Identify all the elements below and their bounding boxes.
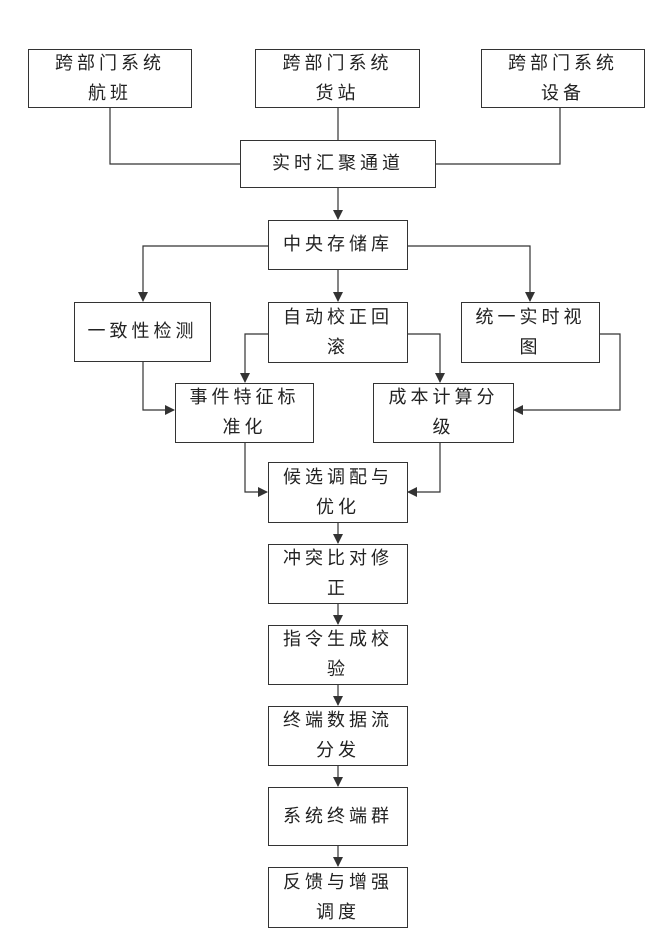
node-consistency-check: 一致性检测 [74, 302, 211, 362]
node-conflict-compare-line2: 正 [327, 574, 349, 604]
node-source-flight-line2: 航班 [88, 79, 132, 109]
connector-event-to-candidate [245, 443, 267, 492]
node-source-flight-line1: 跨部门系统 [55, 49, 165, 79]
connector-storage-to-consistency [143, 246, 268, 301]
connector-flight-to-channel [110, 108, 240, 164]
node-system-terminals: 系统终端群 [268, 787, 408, 846]
node-source-cargo-line2: 货站 [316, 79, 360, 109]
node-source-cargo: 跨部门系统 货站 [255, 49, 420, 108]
node-cost-calc-grading: 成本计算分 级 [373, 383, 514, 443]
node-source-cargo-line1: 跨部门系统 [283, 49, 393, 79]
node-cost-calc-grading-line2: 级 [433, 413, 455, 443]
node-candidate-allocation-line2: 优化 [316, 493, 360, 523]
node-conflict-compare: 冲突比对修 正 [268, 544, 408, 604]
node-unified-realtime-view-line2: 图 [520, 333, 542, 363]
node-feedback-dispatch-line2: 调度 [316, 898, 360, 928]
connector-cost-to-candidate [408, 443, 440, 492]
node-instruction-verify-line2: 验 [327, 655, 349, 685]
node-terminal-dataflow: 终端数据流 分发 [268, 706, 408, 766]
node-source-device-line1: 跨部门系统 [508, 49, 618, 79]
node-event-feature-normalize-line1: 事件特征标 [190, 383, 300, 413]
node-unified-realtime-view: 统一实时视 图 [461, 302, 600, 363]
connector-autocorrect-to-event [245, 334, 268, 382]
node-auto-correct-rollback-line2: 滚 [327, 333, 349, 363]
node-central-storage-line1: 中央存储库 [283, 230, 393, 260]
node-feedback-dispatch-line1: 反馈与增强 [283, 868, 393, 898]
connector-autocorrect-to-cost [408, 334, 440, 382]
node-consistency-check-line1: 一致性检测 [88, 317, 198, 347]
connector-consistency-to-event [143, 362, 174, 410]
node-system-terminals-line1: 系统终端群 [283, 802, 393, 832]
node-event-feature-normalize: 事件特征标 准化 [175, 383, 314, 443]
node-cost-calc-grading-line1: 成本计算分 [389, 383, 499, 413]
node-candidate-allocation: 候选调配与 优化 [268, 462, 408, 523]
node-source-device-line2: 设备 [541, 79, 585, 109]
connector-storage-to-unifiedview [408, 246, 530, 301]
node-auto-correct-rollback: 自动校正回 滚 [268, 302, 408, 363]
connector-device-to-channel [436, 108, 560, 164]
node-event-feature-normalize-line2: 准化 [223, 413, 267, 443]
node-terminal-dataflow-line2: 分发 [316, 736, 360, 766]
node-source-flight: 跨部门系统 航班 [28, 49, 192, 108]
node-instruction-verify: 指令生成校 验 [268, 625, 408, 685]
node-central-storage: 中央存储库 [268, 220, 408, 270]
node-terminal-dataflow-line1: 终端数据流 [283, 706, 393, 736]
node-instruction-verify-line1: 指令生成校 [283, 625, 393, 655]
node-conflict-compare-line1: 冲突比对修 [283, 544, 393, 574]
node-feedback-dispatch: 反馈与增强 调度 [268, 867, 408, 928]
node-auto-correct-rollback-line1: 自动校正回 [283, 303, 393, 333]
node-candidate-allocation-line1: 候选调配与 [283, 463, 393, 493]
node-source-device: 跨部门系统 设备 [481, 49, 645, 108]
node-realtime-channel: 实时汇聚通道 [240, 140, 436, 188]
node-unified-realtime-view-line1: 统一实时视 [476, 303, 586, 333]
node-realtime-channel-line1: 实时汇聚通道 [272, 149, 404, 179]
